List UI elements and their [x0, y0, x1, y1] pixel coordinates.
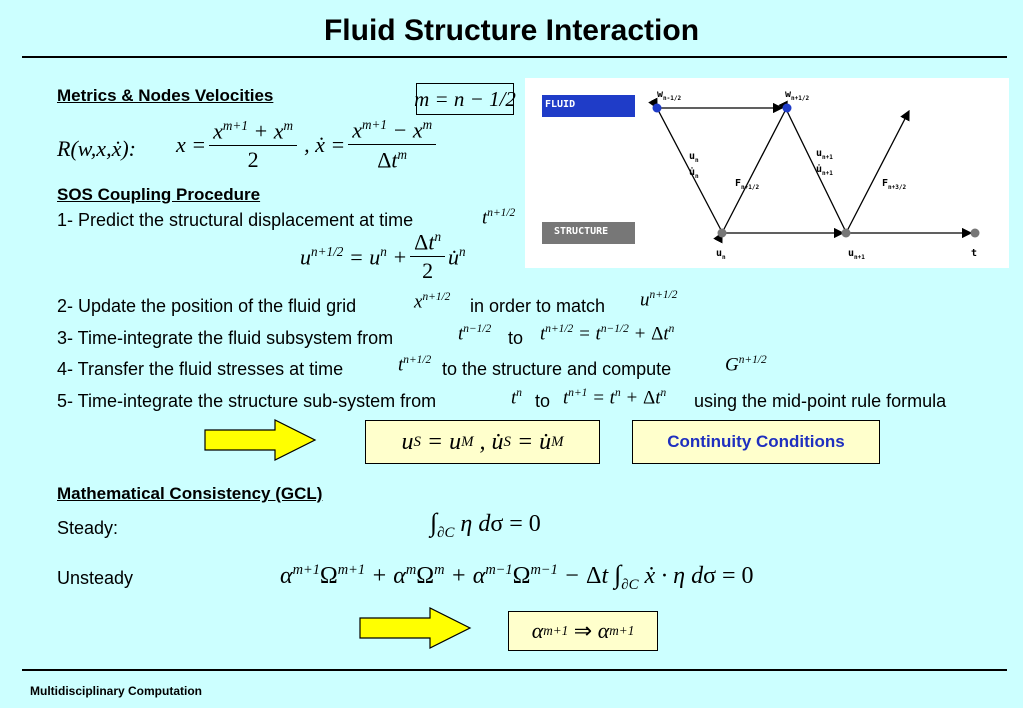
F-right-label: Fn+3/2	[882, 178, 907, 191]
unsteady-equation: αm+1Ωm+1 + αmΩm + αm−1Ωm−1 − Δt ∫∂C ẋ · …	[280, 560, 754, 593]
mid-right-labels: un+1 u̇n+1	[816, 148, 833, 177]
step5-t-from: tn	[511, 387, 522, 409]
sos-step1: 1- Predict the structural displacement a…	[57, 210, 414, 230]
u-n1-label: un+1	[848, 248, 865, 261]
t-axis-label: t	[971, 248, 978, 259]
step3-t-to: tn+1/2 = tn−1/2 + Δtn	[540, 323, 675, 345]
metrics-heading: Metrics & Nodes Velocities	[57, 86, 274, 105]
steady-equation: ∫∂C η dσ = 0	[430, 508, 541, 541]
m-definition-box: m = n − 1/2	[414, 83, 516, 115]
sos-step5-b: to	[535, 391, 551, 411]
steady-label: Steady:	[57, 518, 119, 538]
step3-t-from: tn−1/2	[458, 323, 492, 345]
fsi-diagram: FLUID STRUCTURE wn-1/2 wn+1/2 un un+1 t …	[525, 78, 1009, 268]
unsteady-label: Unsteady	[57, 568, 134, 588]
fluid-box	[542, 95, 635, 117]
sos-step4-b: to the structure and compute	[442, 359, 672, 379]
sos-step2-a: 2- Update the position of the fluid grid	[57, 296, 357, 316]
u-n-label: un	[716, 248, 726, 261]
sos-heading: SOS Coupling Procedure	[57, 185, 261, 204]
sos-step5-a: 5- Time-integrate the structure sub-syst…	[57, 391, 437, 411]
title-divider	[22, 56, 1007, 58]
footer-divider	[22, 669, 1007, 671]
step4-G: Gn+1/2	[725, 354, 767, 376]
sos-step5-c: using the mid-point rule formula	[694, 391, 947, 411]
sos-step4-a: 4- Transfer the fluid stresses at time	[57, 359, 344, 379]
structure-box	[542, 222, 635, 244]
w-right-label: wn+1/2	[785, 89, 810, 102]
step2-u: un+1/2	[640, 289, 678, 311]
structure-label: STRUCTURE	[554, 226, 609, 237]
step1-time: tn+1/2	[482, 207, 516, 229]
w-left-label: wn-1/2	[657, 89, 682, 102]
sos-step3-a: 3- Time-integrate the fluid subsystem fr…	[57, 328, 394, 348]
R-label: R(w,x,ẋ):	[57, 136, 136, 161]
sos-step3-b: to	[508, 328, 524, 348]
continuity-arrow	[204, 419, 317, 461]
gcl-arrow	[359, 607, 472, 649]
step2-x: xn+1/2	[414, 291, 451, 313]
step5-t-to: tn+1 = tn + Δtn	[563, 387, 667, 409]
footer-text: Multidisciplinary Computation	[30, 684, 203, 698]
fluid-label: FLUID	[545, 99, 576, 110]
step4-t: tn+1/2	[398, 354, 432, 376]
gcl-heading: Mathematical Consistency (GCL)	[57, 484, 323, 503]
mid-left-labels: un u̇n	[689, 151, 699, 180]
F-left-label: Fn+1/2	[735, 178, 760, 191]
continuity-conditions-label: Continuity Conditions	[632, 420, 880, 464]
m-definition: m = n − 1/2	[414, 86, 516, 111]
page-title: Fluid Structure Interaction	[323, 14, 700, 47]
sos-step2-b: in order to match	[470, 296, 606, 316]
